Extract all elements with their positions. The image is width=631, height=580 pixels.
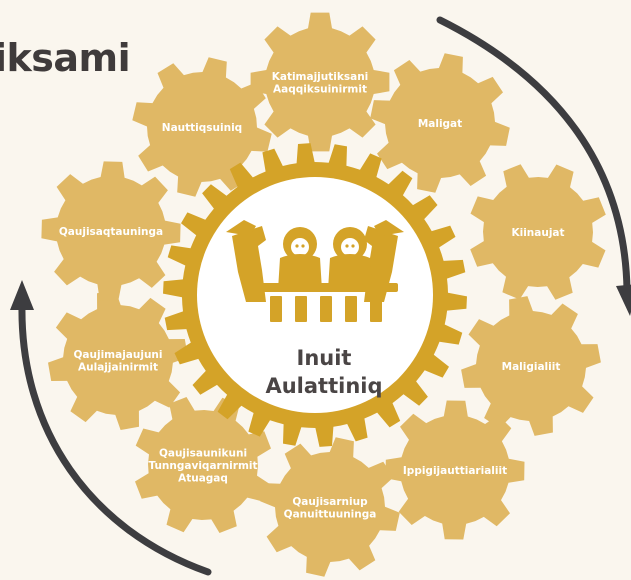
gear-shape	[260, 437, 400, 577]
gear-qaujisaqtauninga: Qaujisaqtauninga	[41, 161, 181, 301]
four-people-at-table-icon	[226, 220, 404, 322]
gear-shape	[461, 296, 601, 436]
gear-shape	[385, 400, 525, 540]
arrow-right-curve	[436, 16, 631, 294]
gear-shape	[135, 397, 271, 533]
gear-shape	[41, 161, 181, 301]
arrow-left-curve	[18, 301, 212, 576]
gear-shape	[132, 57, 272, 197]
gear-label: Maligat	[418, 118, 462, 130]
gear-label: Nauttiqsuiniq	[162, 122, 242, 134]
small-gears-group: KatimajjutiksaniAaqqiksuinirmitMaligatKi…	[41, 12, 606, 577]
gear-label: Aaqqiksuinirmit	[273, 83, 367, 95]
gear-label: Qaujisaqtauninga	[59, 226, 163, 238]
gear-nauttiqsuiniq: Nauttiqsuiniq	[132, 57, 272, 197]
gear-label: Qanuittuuninga	[284, 508, 377, 520]
arrowhead-down-icon	[616, 284, 631, 316]
gear-maligialiit: Maligialiit	[461, 296, 601, 436]
gear-label: Atuagaq	[178, 473, 228, 485]
gear-label: Qaujisarniup	[292, 496, 368, 508]
gear-shape	[470, 164, 606, 300]
gear-shape	[370, 53, 510, 193]
gear-label: Tunngaviqarnirmit	[148, 460, 257, 472]
gear-maligat: Maligat	[370, 53, 510, 193]
center-label-line2: Aulattiniq	[265, 374, 382, 398]
center-label-line1: Inuit	[297, 346, 352, 370]
gear-label: Qaujisaunikuni	[159, 448, 247, 460]
arrowhead-up-icon	[10, 280, 34, 310]
gear-kiinaujat: Kiinaujat	[470, 164, 606, 300]
gear-shape	[48, 290, 188, 430]
gear-label: Katimajjutiksani	[272, 71, 369, 83]
gear-label: Aulajjainirmit	[78, 361, 158, 373]
gear-label: Qaujimajaujuni	[73, 349, 162, 361]
page-title: iksami	[0, 36, 131, 80]
gear-label: Maligialiit	[502, 361, 561, 373]
cycle-arrows	[10, 16, 631, 576]
gear-shape	[250, 12, 390, 152]
gear-label: Kiinaujat	[511, 227, 564, 239]
gear-label: Ippigijauttiarialiit	[403, 465, 507, 477]
gear-ippigijauttiarialiit: Ippigijauttiarialiit	[385, 400, 525, 540]
